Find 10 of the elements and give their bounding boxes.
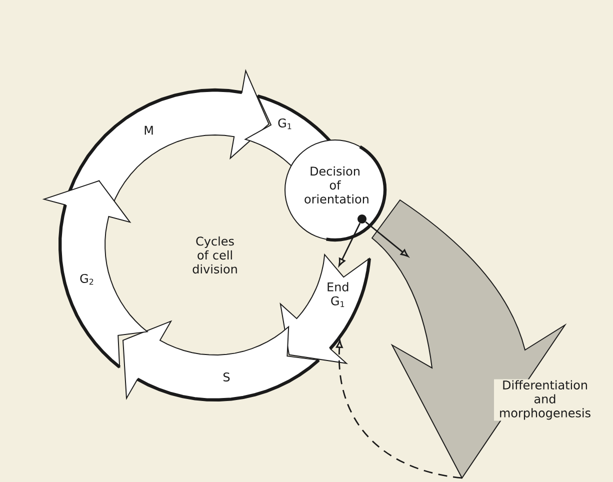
cycle-phase-segment: S xyxy=(122,320,320,402)
cycle-phase-segment: End G$_{1}$ xyxy=(280,253,371,364)
node-label: G$_{1}$ xyxy=(278,118,292,130)
cycle-phase-segment: M xyxy=(68,68,270,209)
arrow xyxy=(365,221,409,257)
center-label: Cycles of cell division xyxy=(192,236,237,274)
cycle-phase-segment: G$_{2}$ xyxy=(42,180,148,368)
branch-point xyxy=(358,214,366,224)
arrow xyxy=(336,340,462,479)
arrow xyxy=(338,222,361,266)
